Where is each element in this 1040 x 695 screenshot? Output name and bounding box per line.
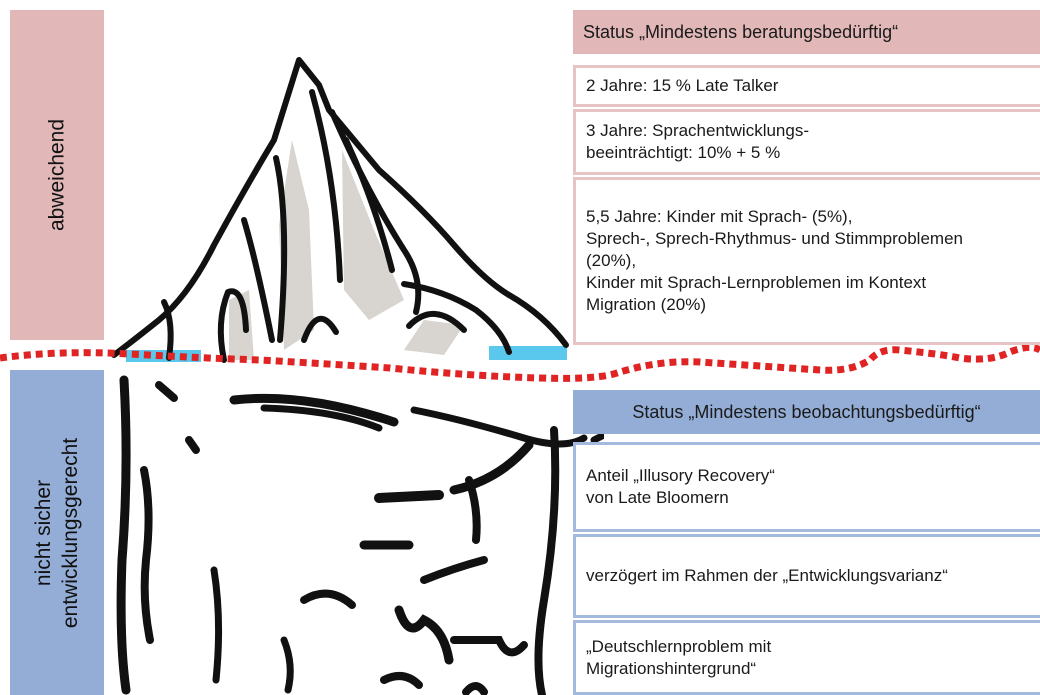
info-text-3-jahre: 3 Jahre: Sprachentwicklungs- beeinträcht… (586, 120, 809, 164)
iceberg-submerged (121, 380, 604, 695)
nicht-sicher-band: nicht sicher entwicklungsgerecht (10, 370, 104, 695)
ice-shadow (229, 140, 464, 360)
abweichend-text: abweichend (44, 119, 71, 231)
info-box-3-jahre: 3 Jahre: Sprachentwicklungs- beeinträcht… (573, 109, 1040, 175)
info-box-entwicklungsvarianz: verzögert im Rahmen der „Entwicklungsvar… (573, 534, 1040, 618)
status-beratungsbeduerftig-header: Status „Mindestens beratungsbedürftig“ (573, 10, 1040, 54)
abweichend-label: abweichend (44, 119, 71, 231)
info-box-illusory-recovery: Anteil „Illusory Recovery“ von Late Bloo… (573, 442, 1040, 532)
status-beobachtungsbeduerftig-text: Status „Mindestens beobachtungsbedürftig… (632, 402, 980, 423)
info-text-illusory-recovery: Anteil „Illusory Recovery“ von Late Bloo… (586, 465, 775, 509)
nicht-sicher-line2: entwicklungsgerecht (57, 437, 84, 627)
status-beobachtungsbeduerftig-header: Status „Mindestens beobachtungsbedürftig… (573, 390, 1040, 434)
info-box-5-5-jahre: 5,5 Jahre: Kinder mit Sprach- (5%), Spre… (573, 177, 1040, 345)
info-text-2-jahre: 2 Jahre: 15 % Late Talker (586, 75, 778, 97)
info-text-5-5-jahre: 5,5 Jahre: Kinder mit Sprach- (5%), Spre… (586, 206, 963, 316)
info-text-entwicklungsvarianz: verzögert im Rahmen der „Entwicklungsvar… (586, 565, 948, 587)
info-box-2-jahre: 2 Jahre: 15 % Late Talker (573, 65, 1040, 107)
abweichend-band: abweichend (10, 10, 104, 340)
info-box-deutschlernproblem: „Deutschlernproblem mit Migrationshinter… (573, 620, 1040, 695)
status-beratungsbeduerftig-text: Status „Mindestens beratungsbedürftig“ (583, 22, 898, 43)
nicht-sicher-label: nicht sicher entwicklungsgerecht (30, 437, 84, 627)
nicht-sicher-line1: nicht sicher (30, 437, 57, 627)
iceberg-outline (114, 60, 566, 360)
info-text-deutschlernproblem: „Deutschlernproblem mit Migrationshinter… (586, 636, 771, 680)
